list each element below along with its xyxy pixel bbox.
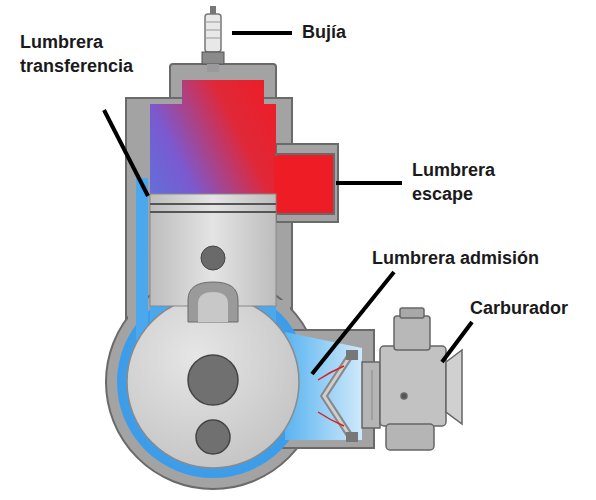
part-label: Bujía <box>302 20 422 44</box>
part-label: Lumbrera transferencia <box>20 30 150 78</box>
engine-casing <box>106 64 374 489</box>
reed-valve <box>318 350 358 442</box>
carburetor <box>362 308 462 450</box>
exhaust-port <box>276 154 334 214</box>
cylinder-bore <box>150 80 276 330</box>
part-label: Carburador <box>470 296 594 320</box>
crankshaft-hub <box>188 355 238 405</box>
part-label: Lumbrera admisión <box>372 246 592 270</box>
spark-plug <box>202 6 224 72</box>
crank-pin <box>196 420 230 454</box>
connecting-rod <box>188 282 238 322</box>
part-label: Lumbrera escape <box>412 158 522 206</box>
